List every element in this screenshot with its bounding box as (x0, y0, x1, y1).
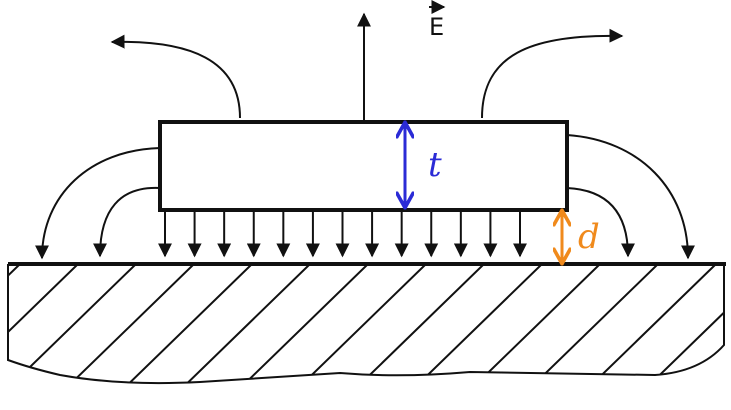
hatch-line (53, 264, 195, 384)
hatch-line (633, 264, 724, 384)
hatch-line (459, 264, 601, 384)
downward-field-arrows (158, 212, 527, 258)
hatch-line (8, 264, 21, 384)
fringe-arrow-right-outer (566, 134, 695, 260)
hatch-line (575, 264, 717, 384)
ground-outline (7, 264, 725, 385)
electrode-plate (158, 120, 569, 212)
fringe-arrow-left-outer (35, 147, 161, 260)
fringe-field-lines (35, 134, 695, 260)
hatch-line (517, 264, 659, 384)
hatch-line (111, 264, 253, 384)
field-label: E (429, 13, 444, 41)
hatch-line (8, 264, 79, 384)
ground-substrate (7, 262, 726, 385)
gap-label: d (578, 217, 600, 257)
fringe-arrow-right-inner (566, 187, 635, 258)
hatch-line (8, 264, 137, 384)
hatch-line (691, 264, 724, 384)
top-right-curved-arrow (481, 28, 624, 119)
hatch-line (169, 264, 311, 384)
hatch-line (285, 264, 427, 384)
thickness-label: t (428, 145, 442, 185)
fringe-arrow-left-inner (93, 186, 161, 258)
top-left-curved-arrow (110, 34, 241, 119)
hatch-line (343, 264, 485, 384)
hatching (8, 264, 724, 384)
hatch-line (227, 264, 369, 384)
hatch-line (401, 264, 543, 384)
